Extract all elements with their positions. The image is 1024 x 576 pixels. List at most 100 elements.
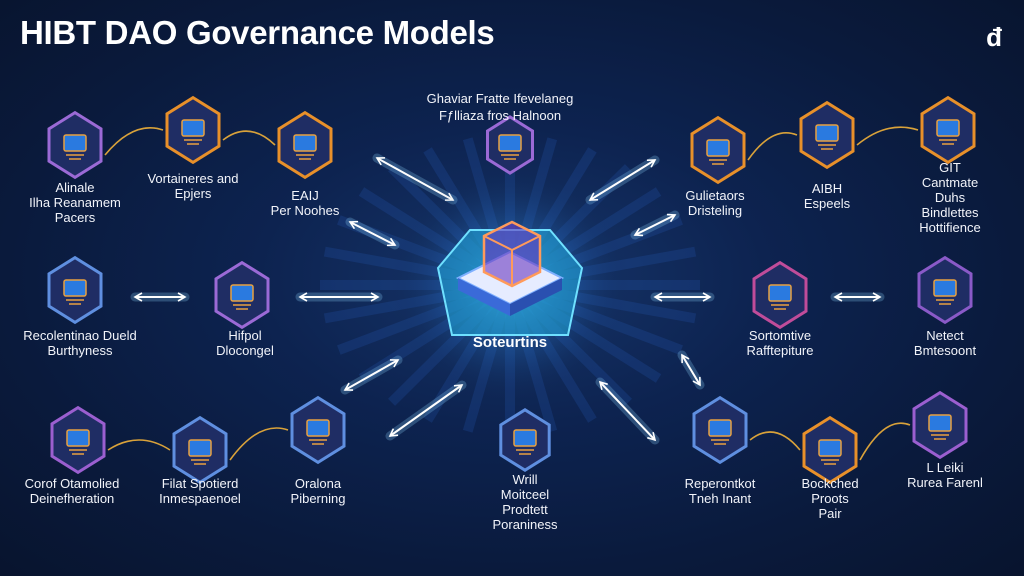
node-label: Inmespaenoel <box>159 491 241 506</box>
center-label: Soteurtins <box>473 334 547 351</box>
server-icon <box>63 134 87 160</box>
blockchain-icon <box>818 439 842 465</box>
header-caption: Ghaviar Fratte Ifevelaneg Fƒlliaza fros … <box>427 91 574 123</box>
globe-icon <box>928 414 952 440</box>
node-label: Bindlettes <box>921 205 979 220</box>
shield-icon <box>63 279 87 305</box>
node-label: Poraniness <box>492 517 558 532</box>
double-arrow-icon <box>633 213 677 237</box>
node-label: Recolentinao Dueld <box>23 328 136 343</box>
node-label: Moitceel <box>501 487 550 502</box>
chain-icon <box>230 284 254 310</box>
bowl-icon <box>708 419 732 445</box>
network-icon <box>498 134 522 160</box>
node-label: Hifpol <box>228 328 261 343</box>
brand-logo-icon: đ <box>986 22 1002 52</box>
node-label: Sortomtive <box>749 328 811 343</box>
box-icon <box>181 119 205 145</box>
node-label: Alinale <box>55 180 94 195</box>
node-label: Tneh Inant <box>689 491 752 506</box>
node-label: Cantmate <box>922 175 978 190</box>
double-arrow-icon <box>348 220 397 247</box>
connector-line <box>104 126 164 156</box>
node-label: Oralona <box>295 476 342 491</box>
node-label: Pacers <box>55 210 96 225</box>
connector-line <box>747 131 798 161</box>
node-label: Dlocongel <box>216 343 274 358</box>
node-label: Dristeling <box>688 203 742 218</box>
connector-line <box>859 422 911 461</box>
governance-node[interactable] <box>486 115 534 175</box>
person-icon <box>513 429 537 455</box>
node-label: Prodtett <box>502 502 548 517</box>
double-arrow-icon <box>343 359 400 391</box>
node-label: Duhs <box>935 190 966 205</box>
user-icon <box>936 119 960 145</box>
node-label: Bockched <box>801 476 858 491</box>
node-label: Hottifience <box>919 220 980 235</box>
node-label: Rurea Farenl <box>907 475 983 490</box>
header-caption-line: Fƒlliaza fros Halnoon <box>439 108 561 123</box>
node-label: Piberning <box>291 491 346 506</box>
connector-lines <box>104 126 919 461</box>
node-label: Corof Otamolied <box>25 476 120 491</box>
node-label: Pair <box>818 506 842 521</box>
node-label: GIT <box>939 160 961 175</box>
node-label: Epjers <box>175 186 212 201</box>
node-label: Netect <box>926 328 964 343</box>
node-label: Espeels <box>804 196 851 211</box>
node-label: Bmtesoont <box>914 343 977 358</box>
double-arrow-icon <box>681 353 701 387</box>
circuit-icon <box>188 439 212 465</box>
node-label: Reperontkot <box>685 476 756 491</box>
center-hub: Soteurtins <box>390 165 630 405</box>
building-icon <box>768 284 792 310</box>
connector-line <box>107 439 171 451</box>
page-title: HIBT DAO Governance Models <box>20 14 495 51</box>
connector-line <box>222 130 276 146</box>
cube-platform-icon <box>455 220 565 316</box>
node-label: Burthyness <box>47 343 113 358</box>
connector-line <box>856 126 919 146</box>
node-label: Wrill <box>512 472 537 487</box>
node-label: Ilha Reanamem <box>29 195 121 210</box>
node-label: Gulietaors <box>685 188 745 203</box>
node-label: Deinefheration <box>30 491 115 506</box>
document-icon <box>706 139 730 165</box>
handshake-icon <box>66 429 90 455</box>
node-label: Per Noohes <box>271 203 340 218</box>
header-caption-line: Ghaviar Fratte Ifevelaneg <box>427 91 574 106</box>
node-label: L Leiki <box>926 460 963 475</box>
node-label: Vortaineres and <box>147 171 238 186</box>
node-label: Proots <box>811 491 849 506</box>
connector-line <box>749 431 801 451</box>
double-arrow-icon <box>388 384 464 437</box>
connector-line <box>229 427 289 461</box>
lock-icon <box>933 279 957 305</box>
double-arrow-icon <box>598 380 657 442</box>
node-label: Rafftepiture <box>747 343 814 358</box>
chart-icon <box>306 419 330 445</box>
node-label: EAIJ <box>291 188 318 203</box>
node-label: AIBH <box>812 181 842 196</box>
